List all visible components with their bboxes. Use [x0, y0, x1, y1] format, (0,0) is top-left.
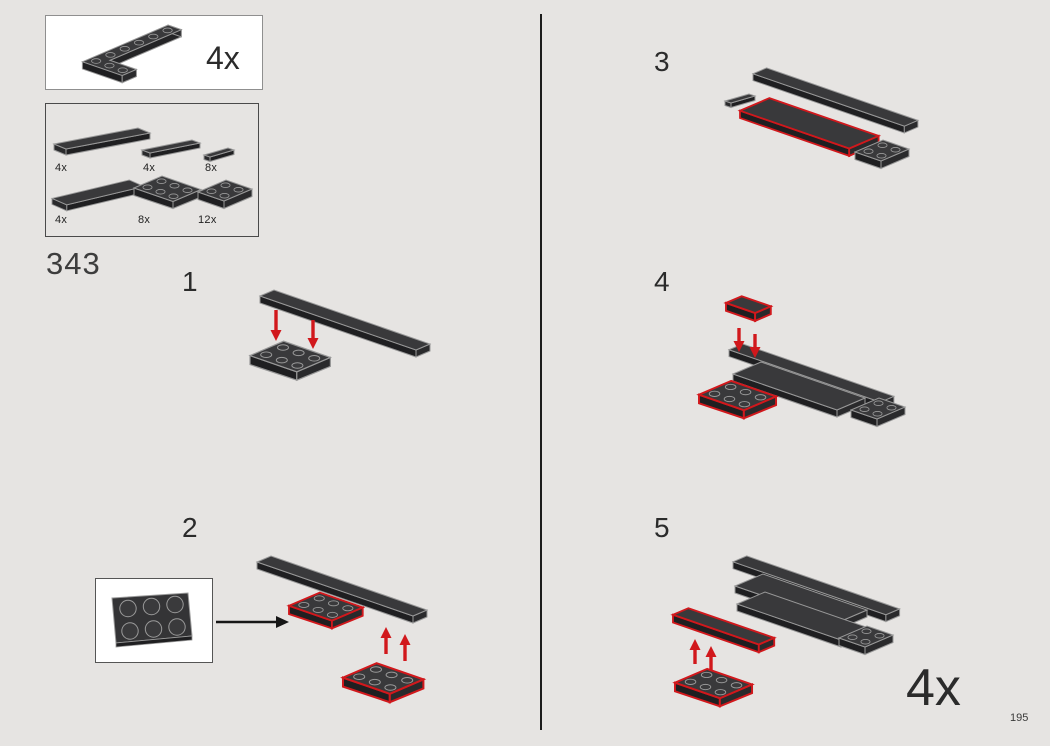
- highlight-plate-2x3-icon: [674, 668, 753, 707]
- step-1-label: 1: [182, 266, 198, 297]
- part-count: 8x: [138, 214, 151, 226]
- part-count: 8x: [205, 162, 218, 174]
- step-5-diagram: [672, 555, 901, 707]
- step-4-label: 4: [654, 266, 670, 297]
- part-plate-wide-icon: [51, 179, 145, 212]
- step-3-label: 3: [654, 46, 670, 77]
- step-3-diagram: [724, 67, 919, 169]
- callout-plate-icon: [111, 592, 193, 648]
- assembled-piece-count: 4x: [206, 40, 240, 76]
- step-1-diagram: [249, 289, 431, 381]
- highlight-plate-2x3-icon: [342, 662, 425, 703]
- part-count: 4x: [55, 162, 68, 174]
- bag-number: 343: [46, 246, 101, 281]
- repeat-count: 4x: [906, 659, 961, 717]
- callout-box: [95, 578, 213, 663]
- lego-plate-2x3-icon: [249, 340, 331, 381]
- step-2-diagram: [256, 555, 428, 703]
- callout-arrow-icon: [216, 616, 289, 628]
- part-tile-medium-icon: [141, 139, 201, 159]
- part-count: 12x: [198, 214, 217, 226]
- assembled-piece-preview-box: 4x: [45, 15, 263, 90]
- part-plate-2x3-icon: [133, 175, 202, 209]
- lego-corner-piece-icon: [81, 24, 182, 84]
- highlight-tile-1x2-icon: [725, 295, 772, 322]
- step-2-label: 2: [182, 512, 198, 543]
- step-5-label: 5: [654, 512, 670, 543]
- column-divider: [540, 14, 542, 730]
- part-count: 4x: [143, 162, 156, 174]
- step-4-diagram: [698, 295, 906, 427]
- parts-list-box: 4x 4x 8x 4x 8x 12x: [45, 103, 259, 237]
- part-tile-long-icon: [53, 127, 151, 156]
- page-number: 195: [1010, 712, 1029, 724]
- part-count: 4x: [55, 214, 68, 226]
- part-tile-small-icon: [203, 147, 235, 162]
- part-plate-2x2-icon: [197, 179, 253, 209]
